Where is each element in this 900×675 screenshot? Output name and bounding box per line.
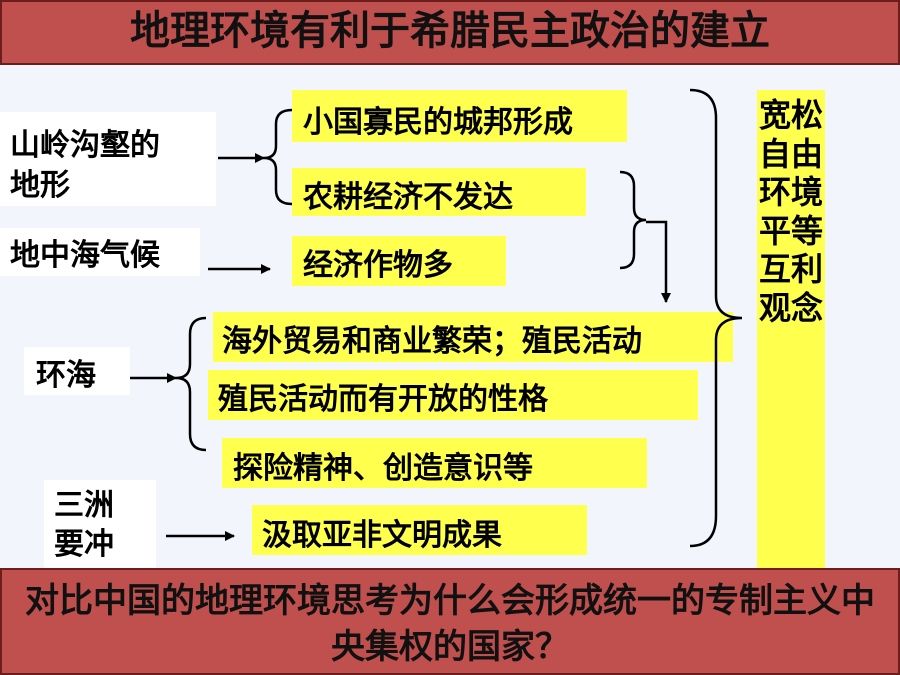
effect-3: 经济作物多	[303, 248, 453, 283]
cause-climate: 地中海气候	[10, 238, 160, 273]
slide-title: 地理环境有利于希腊民主政治的建立	[130, 8, 770, 54]
cause-crossroads-line2: 要冲	[54, 527, 114, 562]
effect-1: 小国寡民的城邦形成	[303, 105, 573, 140]
cause-box-climate	[0, 228, 200, 276]
brace-sea	[175, 316, 207, 452]
effect-box-5	[208, 370, 698, 420]
cause-sea: 环海	[36, 358, 96, 393]
brace-big	[689, 88, 743, 548]
effect-box-6	[222, 438, 647, 488]
effect-7: 汲取亚非文明成果	[262, 518, 502, 553]
question-bar	[0, 568, 900, 675]
effect-box-1	[292, 90, 627, 142]
cause-box-crossroads	[44, 480, 156, 568]
cause-box-mountain	[0, 112, 216, 206]
effect-box-3	[292, 236, 506, 286]
brace-economy	[619, 170, 647, 270]
effect-6: 探险精神、创造意识等	[233, 451, 533, 486]
cause-box-sea	[24, 347, 130, 395]
effect-4: 海外贸易和商业繁荣；殖民活动	[222, 324, 642, 359]
brace-mountain	[263, 108, 293, 206]
cause-mountain-line1: 山岭沟壑的	[10, 128, 160, 163]
title-bar	[0, 0, 900, 65]
effect-box-2	[292, 168, 586, 216]
arrow-economy-down	[646, 220, 671, 303]
effect-5: 殖民活动而有开放的性格	[218, 382, 548, 417]
effect-box-7	[252, 505, 587, 555]
result-box: 宽松自由环境平等互利观念	[757, 90, 825, 568]
cause-crossroads-line1: 三洲	[54, 488, 114, 523]
effect-2: 农耕经济不发达	[303, 180, 513, 215]
effect-box-4	[213, 312, 733, 362]
cause-mountain-line2: 地形	[10, 168, 70, 203]
result-text: 宽松自由环境平等互利观念	[758, 96, 823, 327]
question-text: 对比中国的地理环境思考为什么会形成统一的专制主义中央集权的国家？	[25, 581, 875, 667]
